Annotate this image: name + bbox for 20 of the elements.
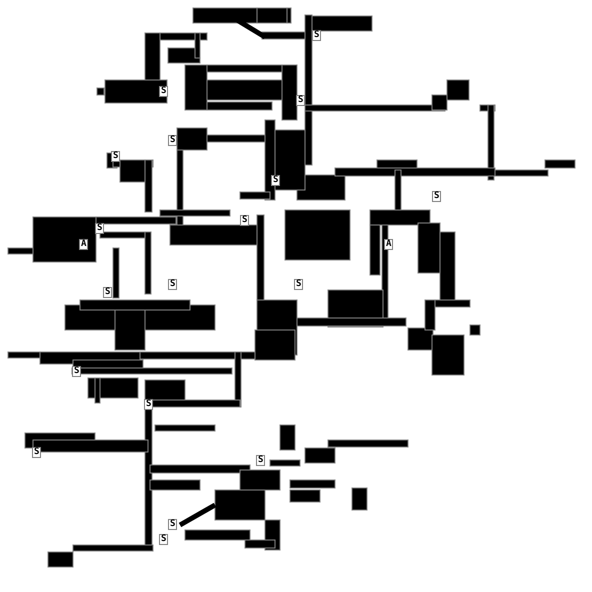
map-label: S: [256, 455, 266, 466]
map-label: S: [168, 135, 178, 146]
map-label: S: [72, 366, 82, 377]
map-label: S: [240, 215, 250, 226]
map-label: S: [168, 279, 178, 290]
map-label: S: [111, 151, 120, 162]
map-label: S: [159, 534, 168, 545]
map-label: A: [384, 239, 394, 250]
map-label: S: [32, 447, 42, 458]
map-label: S: [103, 287, 112, 298]
map-label: S: [432, 191, 442, 202]
map-label: A: [79, 239, 88, 250]
map-label: S: [95, 223, 104, 234]
map-label: S: [296, 95, 306, 106]
map-label: S: [144, 399, 154, 410]
map-label: S: [294, 279, 304, 290]
map-label: S: [168, 519, 178, 530]
map-label: S: [312, 30, 322, 41]
map-label: S: [159, 86, 168, 97]
map-label: S: [271, 175, 280, 186]
